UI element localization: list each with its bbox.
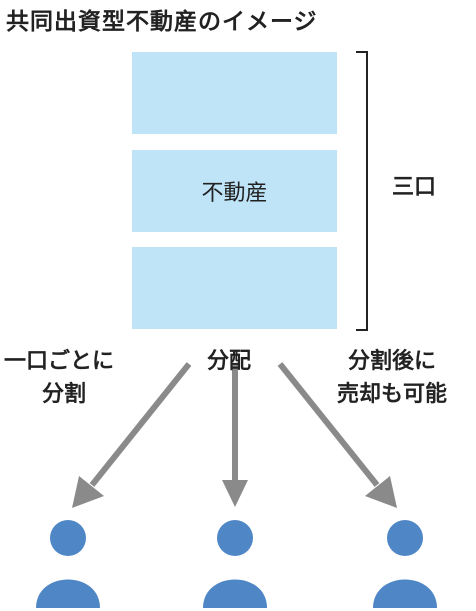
investor-icon-left (36, 520, 100, 608)
property-block-middle: 不動産 (132, 150, 337, 232)
property-block-bottom (132, 247, 337, 329)
arrow-left (72, 362, 192, 508)
units-bracket (356, 51, 368, 331)
right-note-line2: 売却も可能 (337, 382, 448, 407)
center-note: 分配 (207, 349, 252, 374)
investor-icon-right (373, 520, 437, 608)
property-label: 不動産 (201, 181, 268, 206)
right-note: 分割後に 売却も可能 (337, 345, 447, 411)
arrow-right (277, 362, 397, 508)
left-note-line1: 一口ごとに (4, 349, 115, 374)
right-note-line1: 分割後に (348, 349, 437, 374)
diagram-title: 共同出資型不動産のイメージ (6, 9, 318, 35)
units-label: 三口 (392, 175, 437, 200)
investor-icon-center (203, 520, 267, 608)
left-note-line2: 分割 (42, 382, 87, 407)
arrow-center (222, 364, 248, 507)
left-note: 一口ごとに 分割 (4, 345, 114, 411)
property-block-top (132, 52, 337, 134)
